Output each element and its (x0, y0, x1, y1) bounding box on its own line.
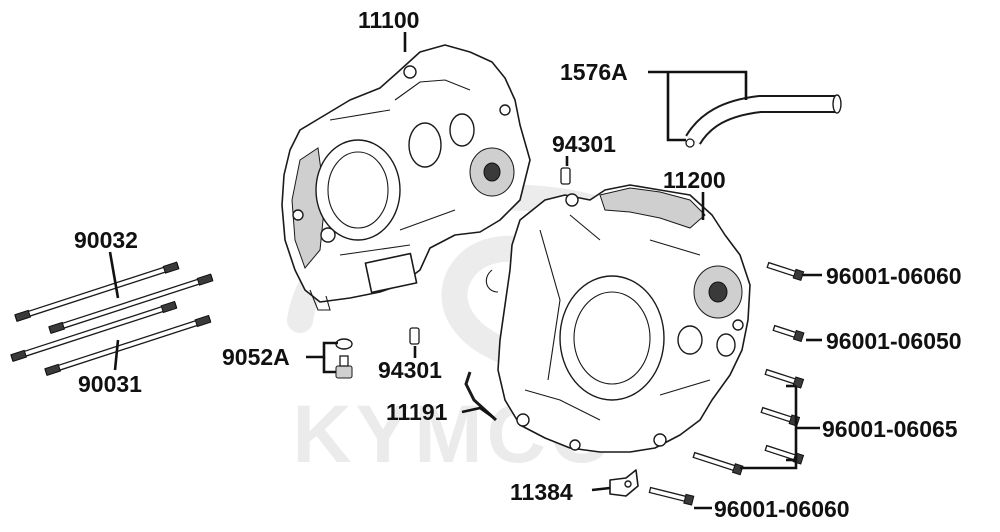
dowel-pin-middle (409, 327, 420, 345)
stud-upper-1 (14, 261, 180, 322)
leader-90031 (113, 339, 120, 371)
right-bearing-center (708, 281, 728, 303)
left-case-foot (309, 289, 331, 311)
right-case-hole-2 (716, 333, 736, 357)
label-11100: 11100 (358, 7, 419, 33)
right-case-ribs (524, 214, 711, 421)
leader-lines (108, 32, 822, 510)
bolt-96001-06065-c (764, 444, 805, 465)
stud-upper-2 (48, 273, 214, 334)
crankcase-studs (10, 261, 214, 376)
breather-hose-clip (685, 138, 695, 148)
bolt-96001-06060-bottom (648, 486, 695, 506)
left-crank-bore (315, 139, 401, 241)
leader-1576A (648, 70, 748, 100)
left-bearing-center (483, 162, 501, 182)
label-96001-06065: 96001-06065 (822, 416, 958, 442)
leader-11384 (591, 486, 611, 492)
right-case-boss-4 (732, 319, 744, 331)
right-case-boss-5 (569, 439, 581, 451)
breather-hose-end (832, 94, 842, 114)
label-94301-mid: 94301 (378, 357, 442, 383)
label-11191: 11191 (386, 399, 448, 425)
drain-bolt-head (335, 365, 353, 379)
bolt-96001-06065-d (692, 451, 744, 476)
breather-hose-tube-inner (686, 97, 836, 144)
right-case-boss-3 (653, 433, 667, 447)
hose-clamp-hole (624, 480, 632, 488)
hose-clamp (609, 469, 639, 497)
leader-90032 (108, 251, 120, 299)
left-case-ribs (329, 79, 471, 256)
right-crank-bore (559, 275, 665, 401)
label-96001-06060-bottom: 96001-06060 (714, 496, 850, 522)
label-94301-top: 94301 (552, 131, 616, 157)
right-crank-bore-inner (573, 291, 651, 385)
label-90031: 90031 (78, 371, 142, 397)
label-90032: 90032 (74, 227, 138, 253)
breather-hose (685, 94, 842, 148)
left-crank-bore-inner (327, 151, 389, 229)
left-case-boss-2 (403, 65, 417, 79)
left-case-hole-1 (408, 122, 442, 168)
drain-bolt-shank (339, 355, 349, 367)
hose-clamp-body (609, 469, 639, 497)
leader-1576A-branch (666, 72, 686, 142)
part-labels: 11100 1576A 94301 11200 90032 96001-0606… (74, 7, 962, 522)
leader-9052A (306, 341, 338, 359)
right-case-boss-1 (565, 193, 579, 207)
label-11200: 11200 (663, 167, 726, 193)
bolt-96001-06065-b (760, 406, 801, 427)
left-case-boss-1 (320, 227, 336, 243)
dowel-pin-top (560, 167, 571, 185)
label-9052A: 9052A (222, 344, 290, 370)
label-11384: 11384 (510, 479, 573, 505)
sealing-washer (335, 338, 353, 350)
right-case-top-shading (599, 187, 706, 229)
bolt-96001-06050 (772, 324, 805, 343)
leader-11191 (461, 406, 495, 420)
case-bolts (648, 261, 805, 506)
stud-lower-1 (10, 300, 178, 362)
left-case-hole-2 (449, 113, 475, 147)
drain-bolt-assembly (335, 338, 353, 379)
bolt-96001-06060-top (766, 261, 805, 282)
left-case-plate (364, 252, 418, 294)
leader-96001-06065 (740, 386, 798, 470)
leader-9052A-branch (322, 357, 336, 374)
bolt-96001-06065-a (764, 368, 805, 389)
right-crankcase-half (485, 184, 751, 453)
left-crankcase-half (281, 44, 531, 311)
stud-lower-2 (44, 314, 212, 376)
label-96001-06050: 96001-06050 (826, 328, 962, 354)
right-case-hole-1 (677, 325, 703, 355)
left-case-boss-4 (292, 209, 304, 221)
label-1576A: 1576A (560, 59, 628, 85)
left-case-boss-3 (499, 104, 511, 116)
right-case-boss-2 (516, 413, 530, 427)
label-96001-06060-top: 96001-06060 (826, 263, 962, 289)
right-case-wire-clip (485, 269, 499, 293)
